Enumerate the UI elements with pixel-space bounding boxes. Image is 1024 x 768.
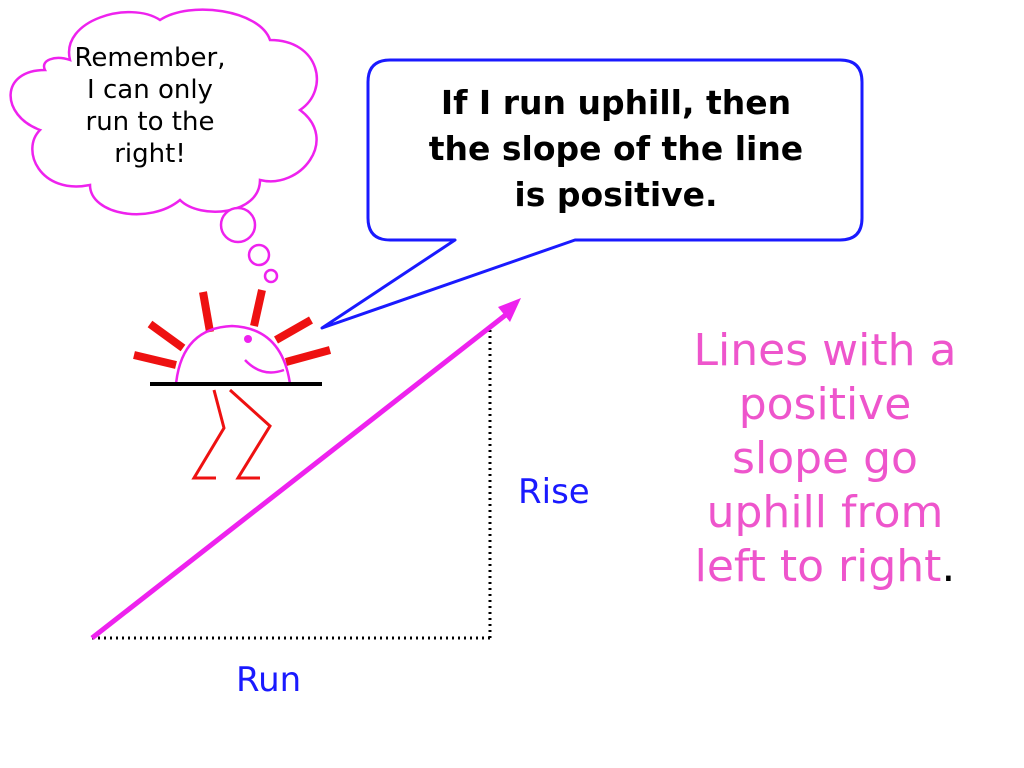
thought-circle-large (219, 206, 257, 244)
thought-line: Remember, (74, 43, 226, 73)
note-line: uphill from (706, 487, 944, 538)
note-period: . (941, 541, 956, 592)
speech-line: the slope of the line (428, 129, 804, 168)
running-sun-icon (133, 289, 332, 480)
slope-line (90, 308, 514, 640)
note-line: positive (738, 379, 912, 430)
thought-circle-medium (247, 243, 271, 267)
note-line: left to right (694, 541, 942, 592)
thought-line: I can only (87, 75, 213, 105)
thought-circle-small (263, 268, 279, 284)
note-line: Lines with a (693, 325, 957, 376)
positive-slope-note: Lines with a positive slope go uphill fr… (640, 324, 1010, 594)
note-line: slope go (732, 433, 918, 484)
thought-line: right! (114, 139, 186, 169)
thought-bubble-text: Remember, I can only run to the right! (50, 42, 250, 170)
speech-bubble-text: If I run uphill, then the slope of the l… (378, 80, 854, 218)
speech-line: is positive. (514, 175, 718, 214)
thought-line: run to the (85, 107, 215, 137)
run-label: Run (236, 660, 302, 700)
speech-bubble (320, 58, 864, 330)
note-line-last: left to right. (640, 540, 1010, 594)
rise-label: Rise (518, 472, 590, 512)
arrow-head-icon (498, 298, 521, 322)
speech-line: If I run uphill, then (440, 83, 792, 122)
thought-cloud (9, 8, 318, 216)
